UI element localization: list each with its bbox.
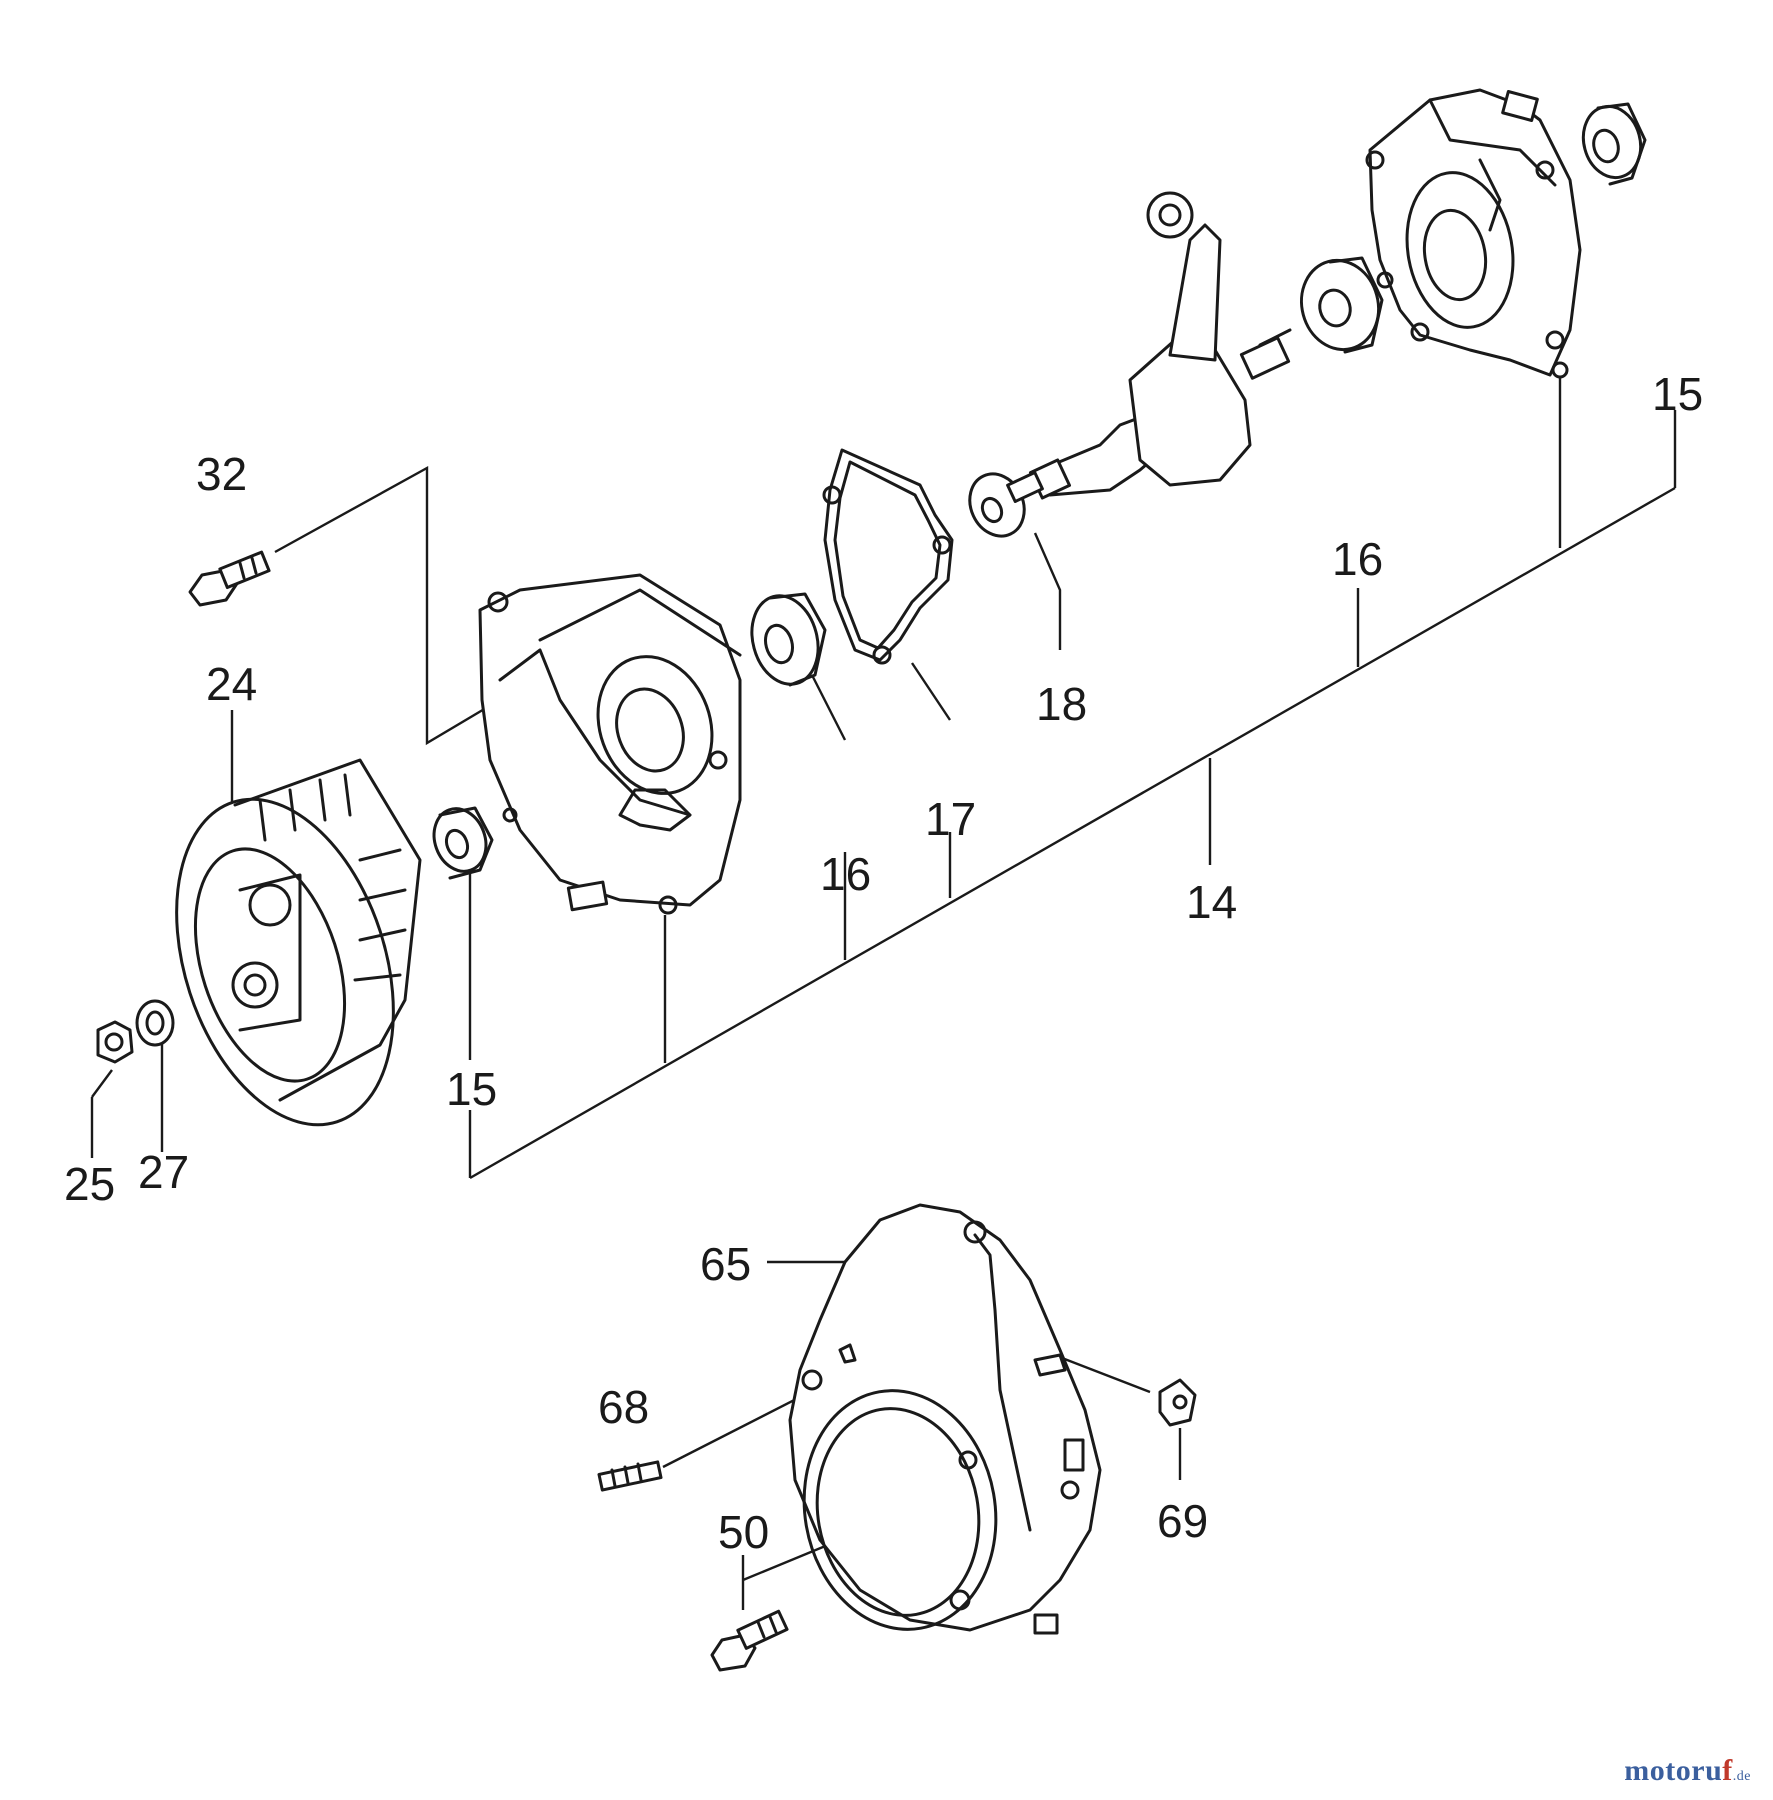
callout-32: 32 xyxy=(196,448,247,500)
callout-14: 14 xyxy=(1186,876,1237,928)
callout-68: 68 xyxy=(598,1381,649,1433)
watermark-accent: f xyxy=(1722,1754,1733,1787)
watermark-logo: motoruf.de xyxy=(1624,1754,1751,1788)
flywheel-fins xyxy=(258,773,407,982)
callout-65: 65 xyxy=(700,1238,751,1290)
bearing-16-left xyxy=(750,592,827,687)
watermark-main: motoru xyxy=(1624,1754,1723,1787)
bearing-15-left xyxy=(432,806,494,880)
callout-16-left: 16 xyxy=(820,848,871,900)
callout-16-right: 16 xyxy=(1332,533,1383,585)
flywheel-24 xyxy=(175,758,422,1127)
fan-cover-65 xyxy=(788,1203,1102,1635)
callout-50: 50 xyxy=(718,1506,769,1558)
stud-68 xyxy=(597,1460,663,1492)
callout-15-right: 15 xyxy=(1652,368,1703,420)
crankcase-left xyxy=(478,573,742,915)
callout-18: 18 xyxy=(1036,678,1087,730)
callout-15-left: 15 xyxy=(446,1063,497,1115)
callout-17: 17 xyxy=(925,793,976,845)
screw-50 xyxy=(710,1609,789,1672)
callout-27: 27 xyxy=(138,1146,189,1198)
washer-27 xyxy=(135,999,175,1047)
seal-15-right xyxy=(1581,102,1647,186)
watermark-suffix: .de xyxy=(1732,1769,1751,1784)
gasket-17 xyxy=(822,448,954,665)
nut-25 xyxy=(96,1020,134,1064)
crankcase-right xyxy=(1365,88,1582,379)
bearing-16-right xyxy=(1299,256,1384,354)
crankshaft xyxy=(1006,191,1292,503)
screw-32 xyxy=(188,550,271,607)
clip-69 xyxy=(1158,1378,1197,1427)
callout-69: 69 xyxy=(1157,1495,1208,1547)
callout-numbers: 32 24 25 27 15 16 17 14 18 16 15 65 68 6… xyxy=(64,368,1703,1558)
callout-24: 24 xyxy=(206,658,257,710)
callout-25: 25 xyxy=(64,1158,115,1210)
